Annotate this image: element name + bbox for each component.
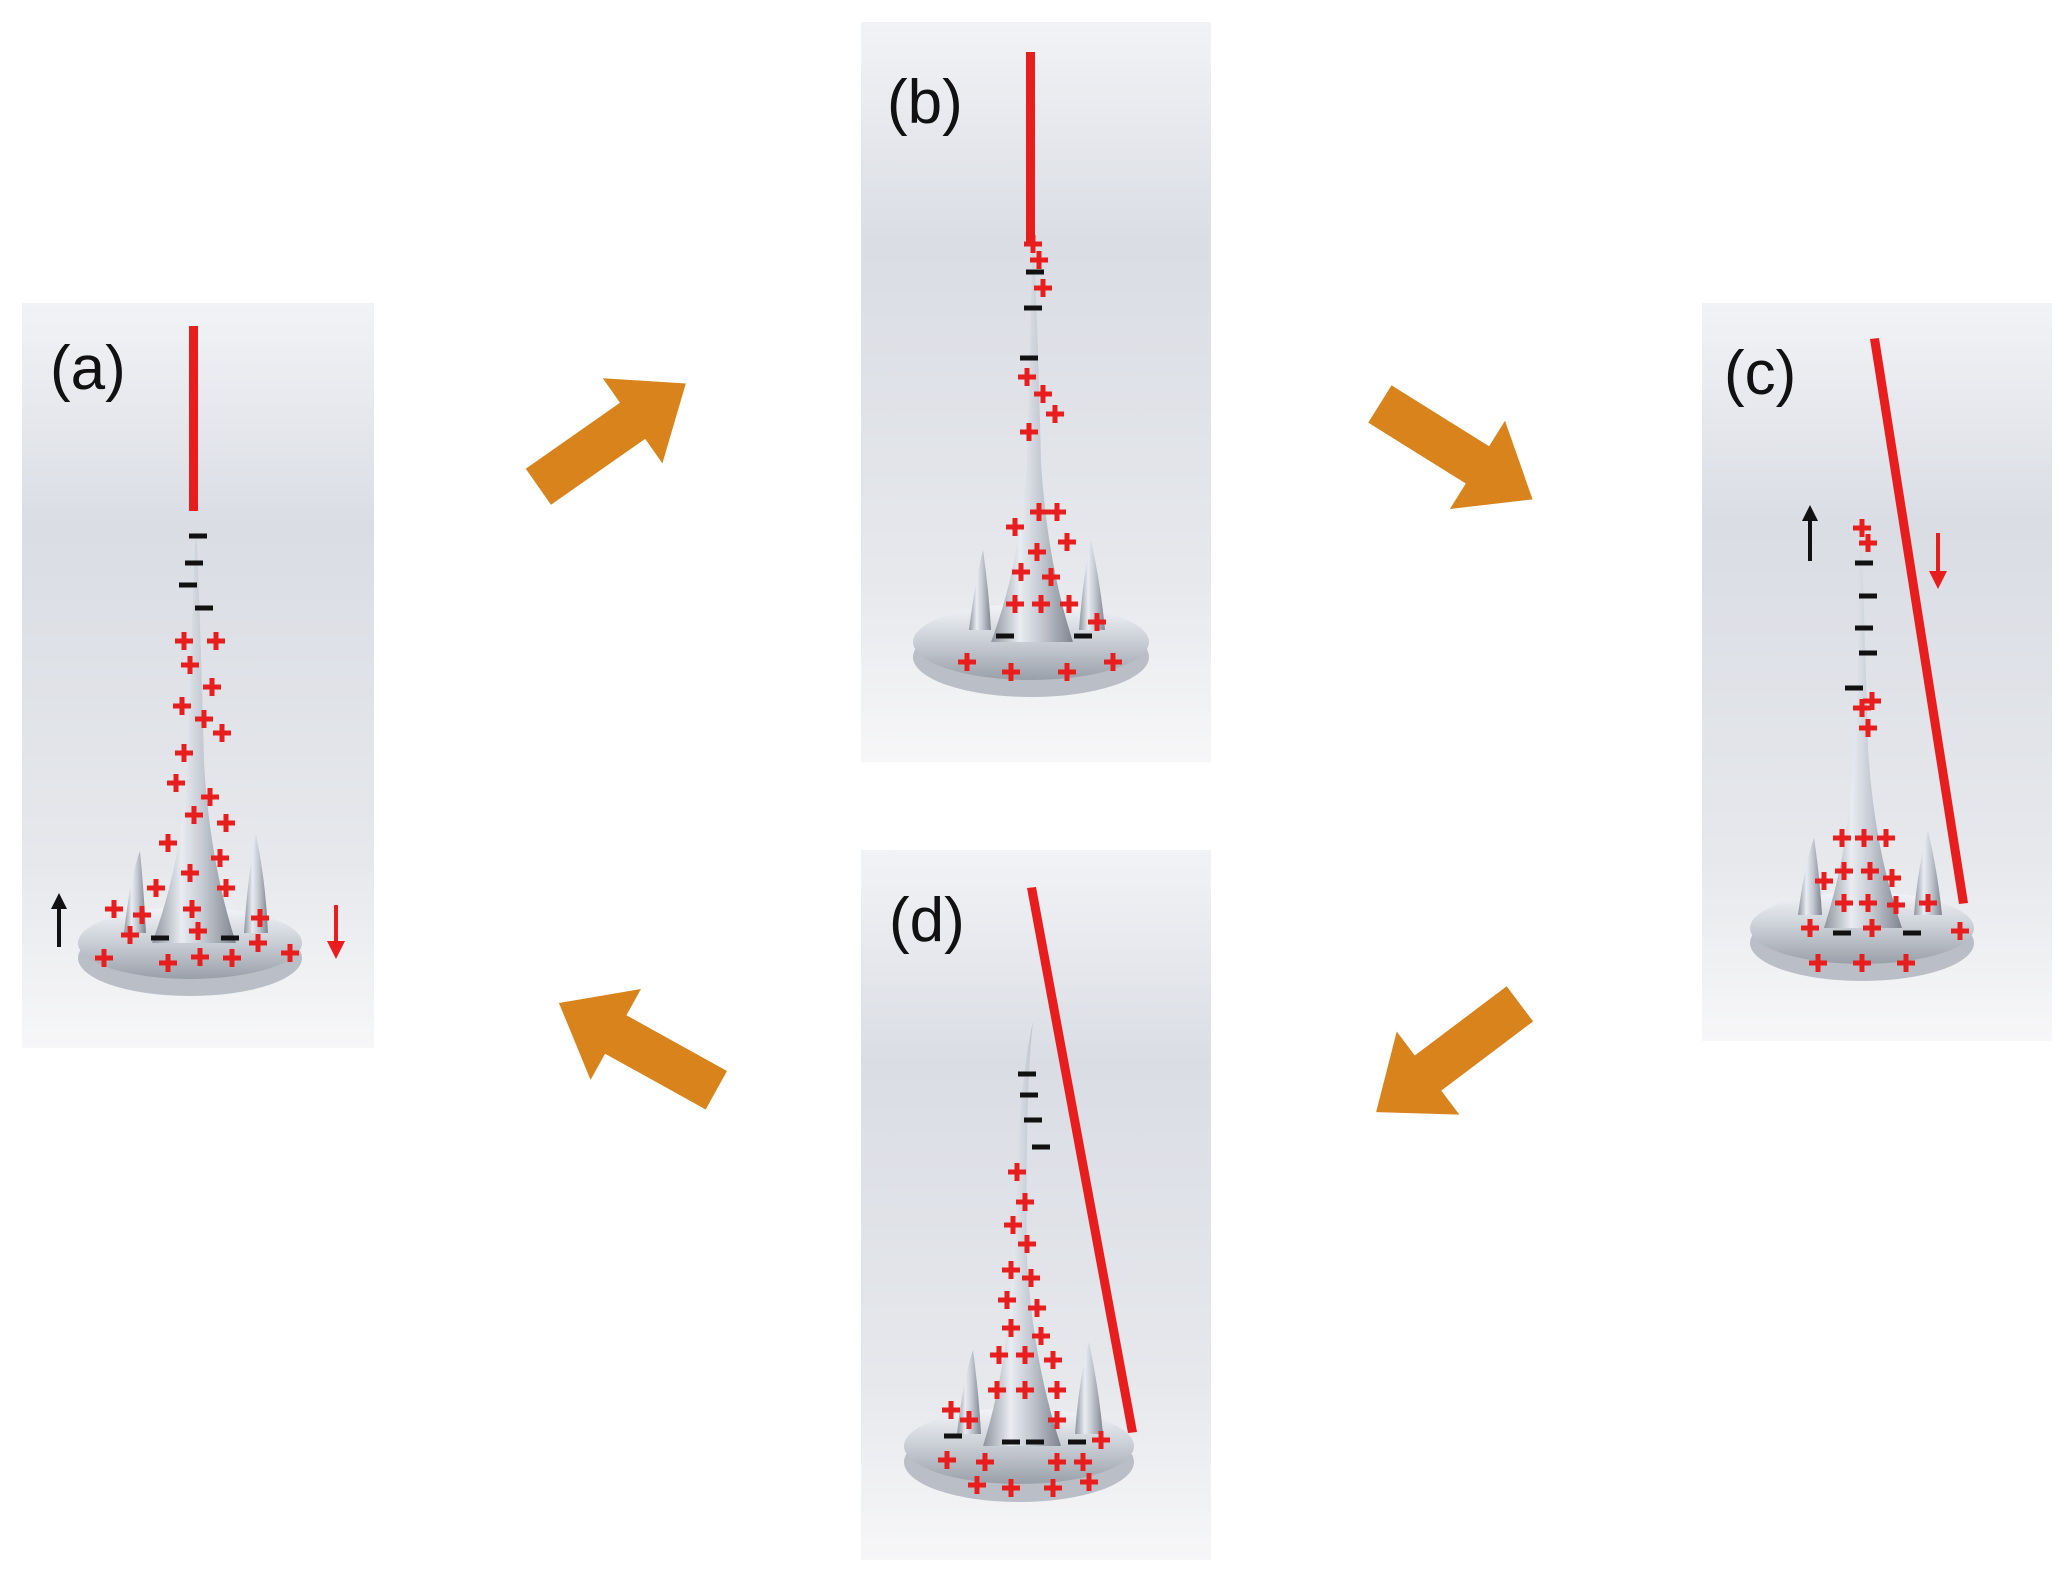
red-wire [1026, 52, 1035, 242]
small-spike-right [244, 835, 268, 933]
down-motion-arrow [327, 905, 345, 959]
small-spike-left [957, 1350, 981, 1434]
down-motion-arrow [1929, 533, 1947, 589]
main-tower [152, 525, 236, 943]
panel-a-illustration [22, 303, 374, 1048]
main-tower [983, 1022, 1061, 1446]
panel-d-illustration [861, 850, 1211, 1560]
block-arrow-icon-b-to-c [1368, 385, 1533, 509]
panel-label-c: (c) [1724, 339, 1797, 408]
panel-a: (a) [22, 303, 374, 1048]
small-spike-left [969, 550, 991, 630]
up-motion-arrow [1802, 505, 1818, 561]
panel-b: (b) [861, 22, 1211, 762]
panel-c-illustration [1702, 303, 2052, 1041]
small-spike-left [1798, 838, 1822, 915]
red-wire-bent [1870, 338, 1968, 904]
panel-d: (d) [861, 850, 1211, 1560]
panel-label-b: (b) [887, 68, 963, 137]
block-arrow-icon-d-to-a [558, 988, 728, 1110]
block-arrow-icon-a-to-b [525, 378, 686, 505]
small-spike-right [1079, 540, 1105, 630]
small-spike-right [1914, 831, 1942, 915]
panel-label-d: (d) [889, 886, 965, 955]
block-arrow-icon-c-to-d [1376, 986, 1534, 1115]
panel-c: (c) [1702, 303, 2052, 1041]
panel-label-a: (a) [50, 334, 126, 403]
red-wire-bent [1027, 887, 1137, 1433]
main-tower [1824, 518, 1902, 928]
small-spike-right [1075, 1342, 1103, 1434]
up-motion-arrow [51, 893, 67, 947]
main-tower [991, 230, 1073, 642]
panel-b-illustration [861, 22, 1211, 762]
red-wire [189, 326, 198, 511]
